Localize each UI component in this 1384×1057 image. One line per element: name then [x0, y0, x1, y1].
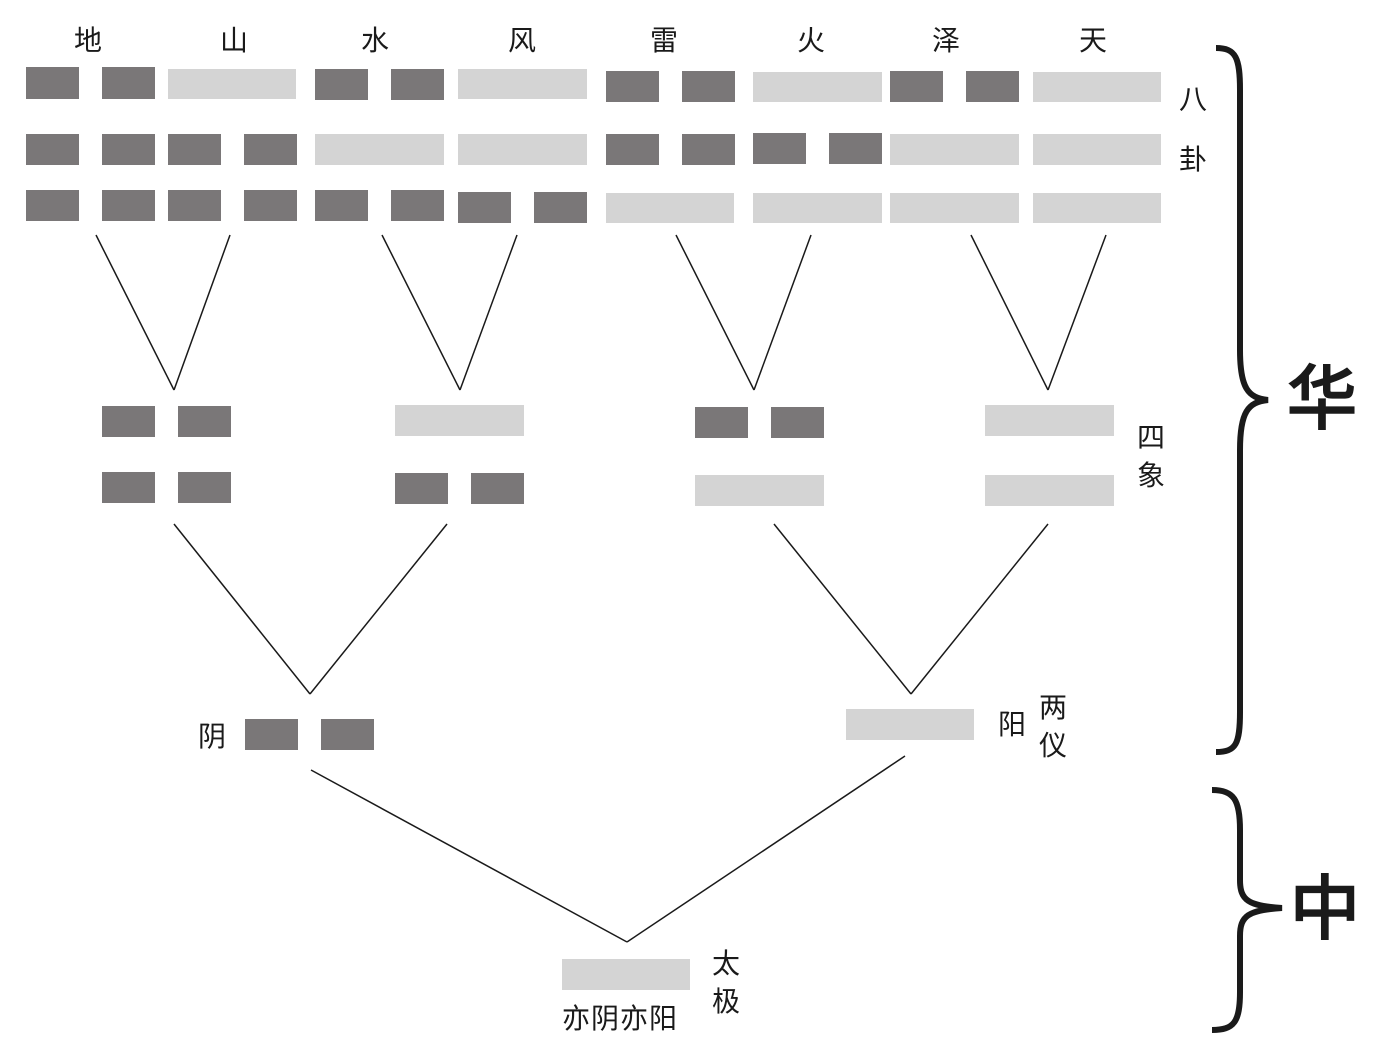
line-yang: [846, 709, 974, 740]
brace-lower: [1211, 787, 1283, 1033]
level-label-bagua-2: 卦: [1178, 143, 1207, 176]
line-yin-segment: [395, 473, 448, 504]
line-yang: [753, 193, 882, 223]
line-yin-segment: [244, 190, 297, 221]
line-yin-segment: [102, 190, 155, 221]
line-yang: [315, 134, 444, 165]
line-yang: [890, 134, 1019, 165]
line-yin-segment: [753, 133, 806, 164]
line-yin-segment: [771, 407, 824, 438]
line-yin-segment: [26, 190, 79, 221]
line-yang: [753, 72, 882, 102]
line-yin-segment: [26, 134, 79, 165]
line-yang: [695, 475, 824, 506]
connector-line: [970, 234, 1049, 391]
line-yin-segment: [829, 133, 882, 164]
line-yin-segment: [695, 407, 748, 438]
level-label-liangyi-1: 两: [1038, 691, 1067, 724]
line-yin-segment: [168, 134, 221, 165]
connector-line: [381, 234, 461, 391]
trigram-name-di: 地: [74, 24, 103, 57]
trigram-name-lei: 雷: [650, 24, 679, 57]
connector-line: [675, 234, 755, 391]
yin-label: 阴: [198, 720, 227, 753]
line-yin-segment: [102, 67, 155, 99]
line-yin-segment: [315, 69, 368, 100]
level-label-bagua-1: 八: [1178, 83, 1207, 116]
line-yin-segment: [682, 134, 735, 165]
line-yin-segment: [391, 69, 444, 100]
line-yin-segment: [471, 473, 524, 504]
line-yin-segment: [178, 406, 231, 437]
connector-line: [1047, 234, 1107, 391]
trigram-name-tian: 天: [1079, 24, 1108, 57]
connector-line: [309, 523, 448, 695]
level-label-sixiang-2: 象: [1136, 459, 1165, 492]
brace-label-hua: 华: [1287, 358, 1357, 440]
trigram-name-feng: 风: [508, 24, 537, 57]
yang-label: 阳: [998, 708, 1027, 741]
line-yin-segment: [458, 192, 511, 223]
line-yin-segment: [321, 719, 374, 750]
line-yin-segment: [102, 406, 155, 437]
level-label-sixiang-1: 四: [1136, 421, 1165, 454]
trigram-name-shan: 山: [220, 24, 249, 57]
trigram-name-huo: 火: [797, 24, 826, 57]
level-label-liangyi-2: 仪: [1038, 729, 1067, 762]
connector-line: [459, 234, 518, 391]
line-yang: [1033, 72, 1161, 102]
connector-line: [310, 769, 628, 943]
line-yin-segment: [890, 71, 943, 102]
brace-upper: [1215, 45, 1269, 755]
line-yin-segment: [178, 472, 231, 503]
line-yang: [168, 69, 296, 99]
brace-label-zhong: 中: [1290, 868, 1360, 950]
connector-line: [173, 234, 231, 391]
level-label-taiji-1: 太: [711, 947, 740, 980]
connector-line: [626, 755, 906, 943]
line-yin-segment: [391, 190, 444, 221]
line-yin-segment: [315, 190, 368, 221]
taiji-caption: 亦阴亦阳: [562, 1002, 679, 1035]
line-yin-segment: [245, 719, 298, 750]
line-yang: [890, 193, 1019, 223]
line-yang: [606, 193, 734, 223]
connector-line: [773, 523, 912, 695]
connector-line: [753, 234, 812, 391]
line-yin-segment: [168, 190, 221, 221]
line-yin-segment: [102, 472, 155, 503]
trigram-name-ze: 泽: [932, 24, 961, 57]
connector-line: [95, 234, 175, 391]
line-yin-segment: [26, 67, 79, 99]
line-yang: [395, 405, 524, 436]
line-yin-segment: [534, 192, 587, 223]
line-yin-segment: [102, 134, 155, 165]
trigram-name-shui: 水: [361, 24, 390, 57]
line-yin-segment: [606, 71, 659, 102]
line-yang: [985, 405, 1114, 436]
line-yang: [1033, 134, 1161, 165]
connector-line: [910, 523, 1049, 695]
line-yang: [562, 959, 690, 990]
level-label-taiji-2: 极: [711, 985, 740, 1018]
line-yin-segment: [682, 71, 735, 102]
line-yin-segment: [966, 71, 1019, 102]
line-yang: [458, 69, 587, 99]
line-yang: [985, 475, 1114, 506]
line-yin-segment: [244, 134, 297, 165]
line-yang: [458, 134, 587, 165]
line-yin-segment: [606, 134, 659, 165]
line-yang: [1033, 193, 1161, 223]
connector-line: [173, 523, 311, 695]
